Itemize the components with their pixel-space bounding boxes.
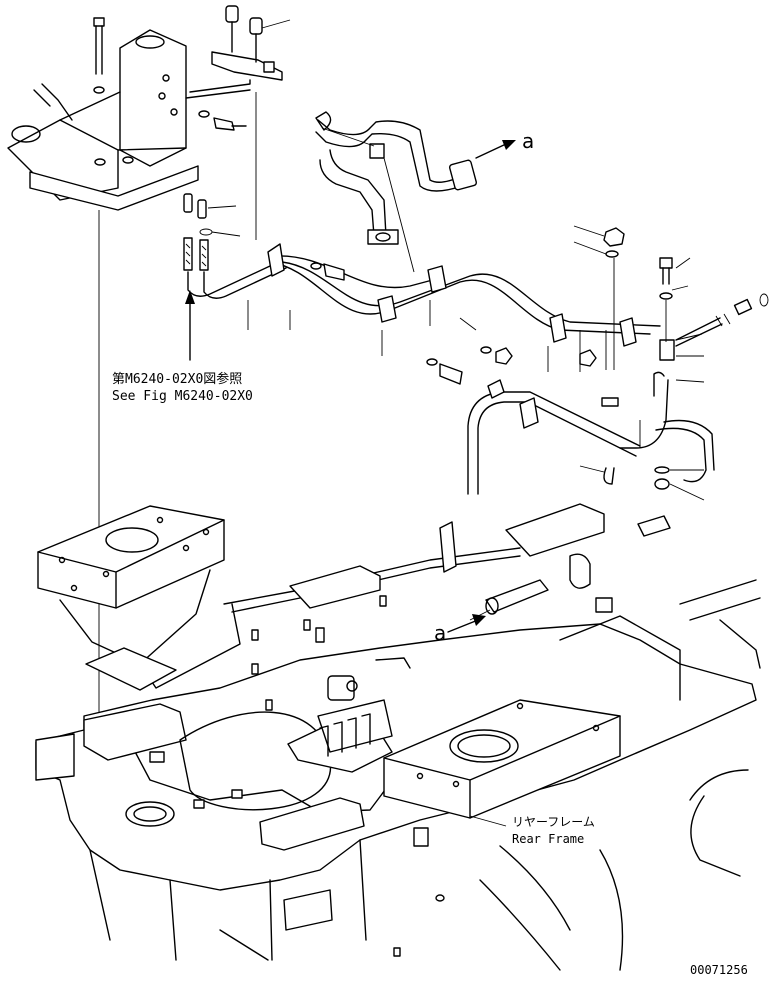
rear-frame-body: a — [35, 503, 761, 971]
rear-frame-en-label: Rear Frame — [512, 832, 584, 846]
view-a-upper-label: a — [522, 129, 534, 153]
rear-frame-jp-label: リヤーフレーム — [512, 815, 595, 829]
hose-fittings — [183, 193, 241, 271]
upper-pipe-assembly: a — [315, 111, 534, 273]
frame-upper-mount — [37, 505, 241, 691]
see-fig-callout: 第M6240-02X0図参照 See Fig M6240-02X0 — [112, 290, 253, 404]
rear-frame-callout: リヤーフレーム Rear Frame — [469, 815, 595, 846]
lower-pipe-loops — [467, 371, 715, 501]
see-fig-en-label: See Fig M6240-02X0 — [112, 389, 253, 404]
drawing-number: 00071256 — [690, 963, 748, 977]
hydraulic-hose-run — [187, 243, 769, 385]
fastener-group-right — [573, 225, 705, 383]
control-bracket-assembly — [7, 5, 291, 240]
view-a-lower-label: a — [434, 621, 446, 645]
see-fig-jp-label: 第M6240-02X0図参照 — [112, 371, 242, 387]
